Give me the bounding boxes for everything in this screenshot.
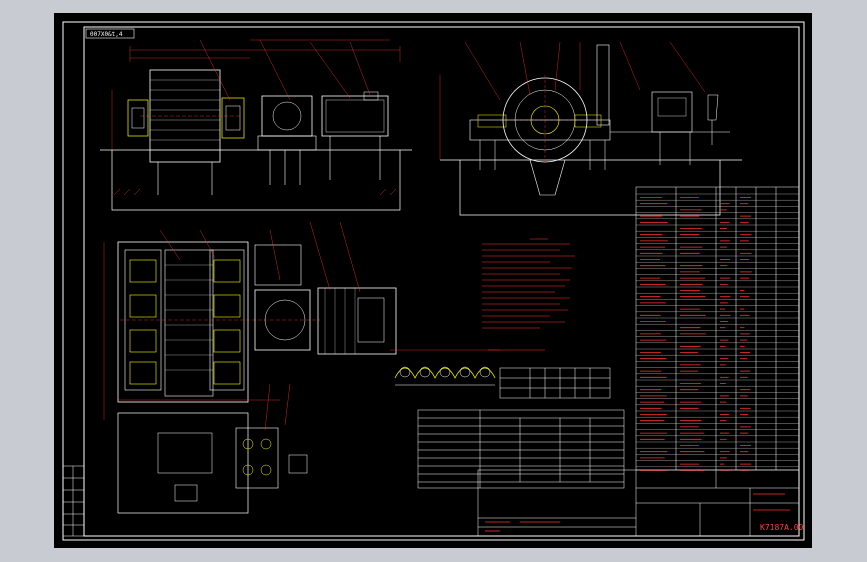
technical-notes — [482, 238, 575, 351]
drawing-number: K7187A.00 — [760, 523, 804, 532]
parts-list-rows — [636, 193, 799, 467]
spec-table — [417, 409, 625, 489]
groove-param-table — [499, 367, 611, 399]
revision-strip — [62, 465, 85, 537]
frame-tag-text: 007X0&t,4 — [90, 31, 123, 38]
side-elevation-view — [439, 41, 742, 216]
plan-view — [103, 221, 397, 514]
rope-groove-detail — [390, 349, 500, 386]
drawing-sheet — [54, 13, 812, 548]
front-elevation-view — [100, 39, 412, 211]
outer-border — [62, 21, 805, 541]
frame-tag: 007X0&t,4 — [85, 28, 135, 39]
parts-list-text — [640, 197, 752, 471]
title-block-marks — [485, 493, 790, 532]
title-block — [477, 469, 800, 537]
